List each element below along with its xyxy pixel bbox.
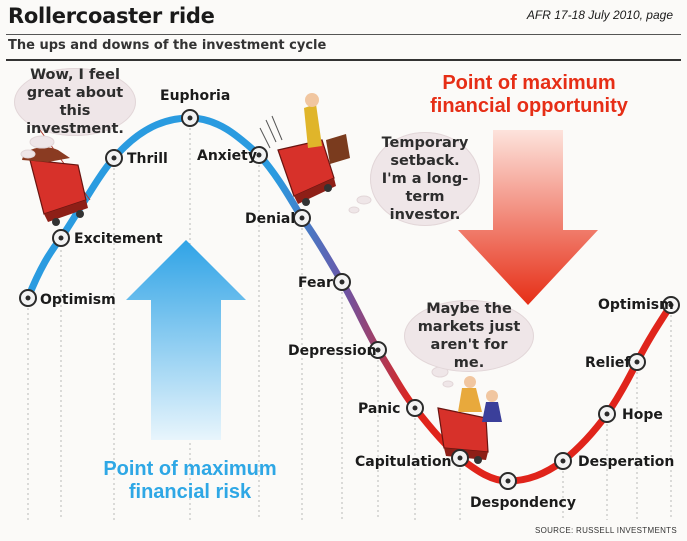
rising-cart	[22, 147, 88, 226]
label-optimism-end: Optimism	[598, 297, 674, 313]
label-denial: Denial	[245, 211, 296, 227]
label-desperation: Desperation	[578, 454, 675, 470]
footer-source: SOURCE: RUSSELL INVESTMENTS	[534, 526, 677, 535]
risk-up-arrow	[126, 240, 246, 440]
source-note: AFR 17-18 July 2010, page	[526, 8, 673, 22]
label-fear: Fear	[298, 275, 333, 291]
label-relief: Relief	[585, 355, 631, 371]
opportunity-annotation: Point of maximum financial opportunity	[430, 72, 628, 117]
bubble-tails	[20, 135, 454, 388]
subtitle-divider	[6, 59, 681, 61]
header-divider	[6, 34, 681, 35]
bubble-anxiety-text: Temporary setback. I'm a long-term inves…	[381, 135, 469, 223]
label-depression: Depression	[288, 343, 377, 359]
risk-annotation: Point of maximum financial risk	[103, 458, 277, 503]
chart-subtitle: The ups and downs of the investment cycl…	[8, 38, 327, 53]
label-euphoria: Euphoria	[160, 88, 231, 104]
chart-title: Rollercoaster ride	[8, 4, 215, 28]
bubble-euphoria-text: Wow, I feel great about this investment.	[26, 67, 124, 137]
cycle-curve	[24, 114, 675, 485]
label-hope: Hope	[622, 407, 663, 423]
label-panic: Panic	[358, 401, 401, 417]
bubble-despondency-text: Maybe the markets just aren't for me.	[417, 301, 521, 371]
label-despondency: Despondency	[470, 495, 576, 511]
bottom-cart	[437, 376, 502, 464]
label-thrill: Thrill	[127, 151, 168, 167]
label-anxiety: Anxiety	[197, 148, 257, 164]
label-excitement: Excitement	[74, 231, 163, 247]
bubble-euphoria: Wow, I feel great about this investment.	[14, 67, 136, 137]
bubble-anxiety: Temporary setback. I'm a long-term inves…	[370, 132, 480, 226]
bubble-despondency: Maybe the markets just aren't for me.	[404, 300, 534, 372]
label-optimism: Optimism	[40, 292, 116, 308]
marker-centers	[25, 115, 674, 484]
falling-cart	[259, 93, 350, 206]
opportunity-down-arrow	[458, 130, 598, 305]
label-capitulation: Capitulation	[355, 454, 452, 470]
